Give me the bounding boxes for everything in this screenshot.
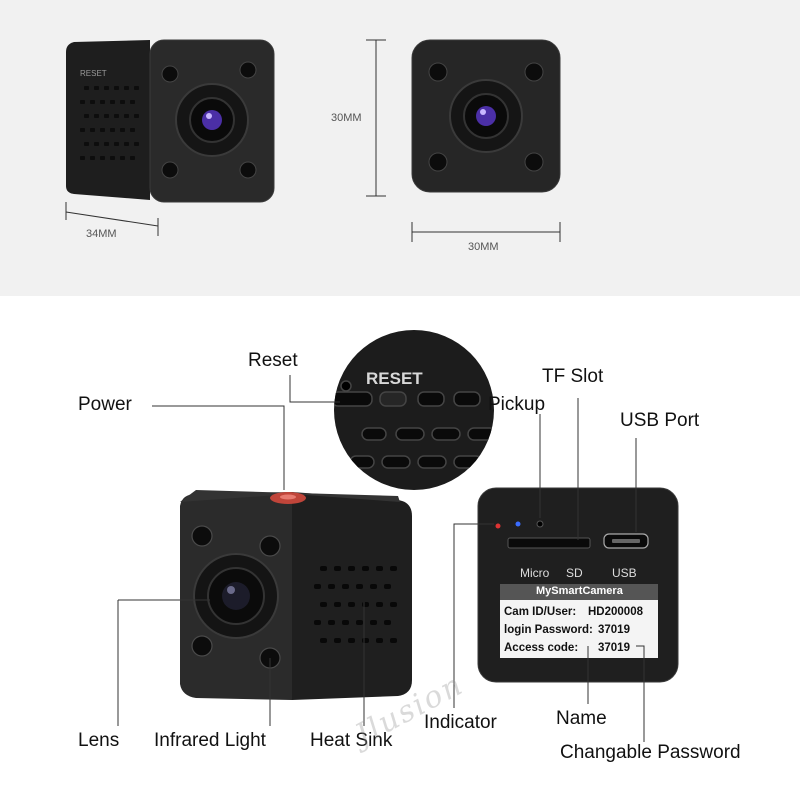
depth-dimension-label: 30MM [468, 241, 499, 253]
width-dimension-label: 34MM [86, 228, 117, 240]
tf-slot-icon [507, 537, 591, 549]
sticker-row-key: login Password: [504, 624, 593, 636]
front-ir-leds [428, 62, 544, 172]
dimensions-illustration: RESET [65, 39, 561, 242]
front-lens-icon [449, 79, 523, 153]
angled-heat-sink [80, 86, 139, 160]
callout-lens: Lens [78, 730, 120, 751]
port-usb-label: USB [612, 566, 637, 580]
camera-back-view [477, 487, 679, 683]
callout-changable-password: Changable Password [560, 742, 741, 763]
angled-ir-leds [161, 61, 257, 179]
sticker-row-key: Cam ID/User: [504, 606, 577, 618]
port-sd-label: SD [566, 566, 583, 580]
callout-power: Power [78, 394, 132, 415]
callout-reset: Reset [248, 350, 298, 371]
dimensions-panel: RESET [0, 0, 800, 296]
reset-zoom-circle: RESET [334, 330, 494, 490]
angled-lens-icon [175, 83, 249, 157]
indicator-blue-led [515, 521, 521, 527]
pickup-mic-icon [536, 520, 544, 528]
callout-pickup: Pickup [488, 394, 546, 415]
callout-heat-sink: Heat Sink [310, 730, 393, 751]
sticker-row-value: 37019 [598, 624, 630, 636]
sticker-row-value: HD200008 [588, 606, 643, 618]
callout-indicator: Indicator [424, 712, 497, 733]
callout-lines [117, 375, 645, 742]
callout-usb-port: USB Port [620, 410, 700, 431]
indicator-red-led [495, 523, 501, 529]
reset-zoom-text: RESET [366, 369, 423, 388]
main-heat-sink [314, 566, 397, 643]
components-illustration: RESET [117, 330, 679, 742]
callout-tf-slot: TF Slot [542, 366, 604, 387]
sticker-brand: MySmartCamera [536, 585, 623, 597]
callout-name: Name [556, 708, 607, 729]
callout-infrared-light: Infrared Light [154, 730, 266, 751]
sticker-row-value: 37019 [598, 642, 630, 654]
reset-engraving: RESET [80, 69, 107, 78]
sticker-row-key: Access code: [504, 642, 579, 654]
height-dimension-label: 30MM [331, 112, 362, 124]
port-micro-label: Micro [520, 566, 550, 580]
dimension-lines [65, 39, 561, 242]
main-lens-icon [193, 553, 279, 639]
components-panel: RESET [0, 296, 800, 800]
